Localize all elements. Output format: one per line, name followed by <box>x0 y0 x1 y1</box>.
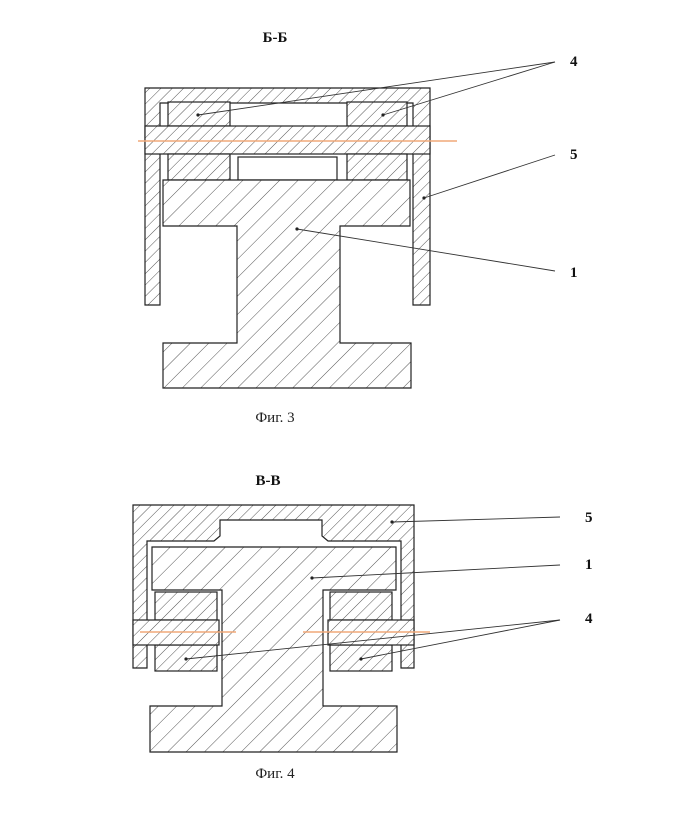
spacer-fig3 <box>237 156 338 181</box>
magnet-4-lower-left <box>167 153 231 181</box>
caption-fig4: Фиг. 4 <box>255 766 295 782</box>
leader-dot <box>196 113 200 117</box>
label-4-fig4: 4 <box>585 611 593 627</box>
section-title-fig3: Б-Б <box>263 30 288 46</box>
housing-5-fig3 <box>144 87 431 306</box>
section-title-fig4: В-В <box>255 473 280 489</box>
leader-5-fig3 <box>423 154 556 199</box>
label-5-fig4: 5 <box>585 510 593 526</box>
leader-4b-fig4 <box>360 619 561 660</box>
leader-4a-fig3 <box>197 61 556 116</box>
magnet-4-top-right <box>346 101 408 127</box>
caption-fig3: Фиг. 3 <box>255 410 294 426</box>
leader-dot <box>422 196 426 200</box>
magnet-4-upper-left-fig4 <box>154 591 218 621</box>
leader-dot <box>381 113 385 117</box>
figure-4: В-В 5 1 4 Фиг. 4 <box>132 473 593 782</box>
leader-4a-fig4 <box>185 619 561 660</box>
leader-5-fig4 <box>391 516 561 523</box>
magnet-4-upper-right-fig4 <box>329 591 393 621</box>
label-5-fig3: 5 <box>570 147 578 163</box>
label-1-fig3: 1 <box>570 265 578 281</box>
leader-dot <box>184 657 188 661</box>
leader-dot <box>359 657 363 661</box>
label-4-fig3: 4 <box>570 54 578 70</box>
figure-3: Б-Б 4 5 1 Фиг. 3 <box>138 30 578 426</box>
magnet-4-lower-right <box>346 153 408 181</box>
leader-dot <box>390 520 394 524</box>
leader-4b-fig3 <box>382 61 556 116</box>
leader-dot <box>295 227 299 231</box>
label-1-fig4: 1 <box>585 557 593 573</box>
leader-1-fig4 <box>311 564 561 579</box>
leader-1-fig3 <box>296 228 556 272</box>
leader-dot <box>310 576 314 580</box>
crossbar-fig3 <box>144 125 431 155</box>
body-1-fig3 <box>162 179 412 389</box>
